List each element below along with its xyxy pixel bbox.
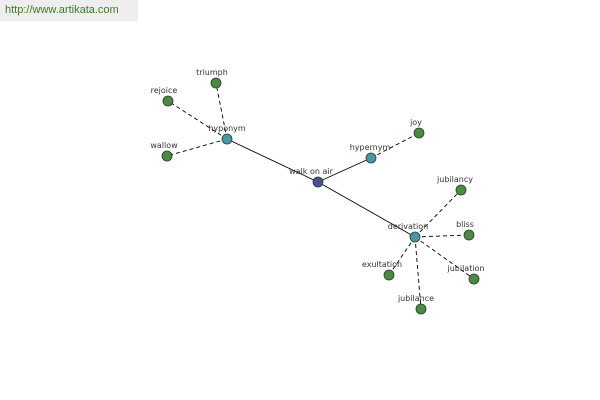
edge-derivation-bliss [414, 234, 470, 238]
node-hyponym[interactable] [221, 133, 233, 145]
edge-hyponym-wallow [166, 138, 228, 157]
source-bar: http://www.artikata.com [0, 0, 138, 21]
node-triumph[interactable] [210, 77, 222, 89]
node-label-jubilance: jubilance [397, 294, 434, 303]
labels-layer: walk on air hyponym hypernym derivation triu… [150, 68, 484, 303]
edge-derivation-jubilance [414, 236, 422, 310]
edge-derivation-exultation [388, 236, 416, 276]
node-jubilancy[interactable] [455, 184, 467, 196]
node-label-hyponym: hyponym [208, 124, 246, 133]
node-label-jubilation: jubilation [446, 264, 484, 273]
node-label-triumph: triumph [196, 68, 228, 77]
node-label-wallow: wallow [150, 141, 178, 150]
edge-hyponym-rejoice [167, 100, 228, 140]
node-label-jubilancy: jubilancy [436, 175, 473, 184]
node-derivation[interactable] [409, 231, 421, 243]
node-wallow[interactable] [161, 150, 173, 162]
source-link[interactable]: http://www.artikata.com [5, 4, 119, 16]
edge-derivation-jubilation [414, 236, 475, 280]
node-label-walk-on-air: walk on air [289, 167, 333, 176]
node-jubilation[interactable] [468, 273, 480, 285]
edge-hyponym-triumph [215, 82, 228, 140]
node-bliss[interactable] [463, 229, 475, 241]
edges-layer [166, 82, 475, 310]
node-label-joy: joy [409, 118, 422, 127]
edge-hypernym-joy [370, 132, 420, 159]
node-label-derivation: derivation [388, 222, 428, 231]
node-label-exultation: exultation [362, 260, 402, 269]
node-walk-on-air[interactable] [312, 176, 324, 188]
node-joy[interactable] [413, 127, 425, 139]
edge-walk-on-air-hyponym [226, 138, 319, 183]
node-rejoice[interactable] [162, 95, 174, 107]
node-label-bliss: bliss [456, 220, 474, 229]
edge-walk-on-air-derivation [317, 181, 416, 238]
node-hypernym[interactable] [365, 152, 377, 164]
nodes-layer [161, 77, 480, 315]
edge-derivation-jubilancy [414, 189, 462, 238]
node-label-hypernym: hypernym [350, 143, 391, 152]
node-jubilance[interactable] [415, 303, 427, 315]
node-label-rejoice: rejoice [151, 86, 178, 95]
edge-walk-on-air-hypernym [317, 157, 372, 183]
node-exultation[interactable] [383, 269, 395, 281]
